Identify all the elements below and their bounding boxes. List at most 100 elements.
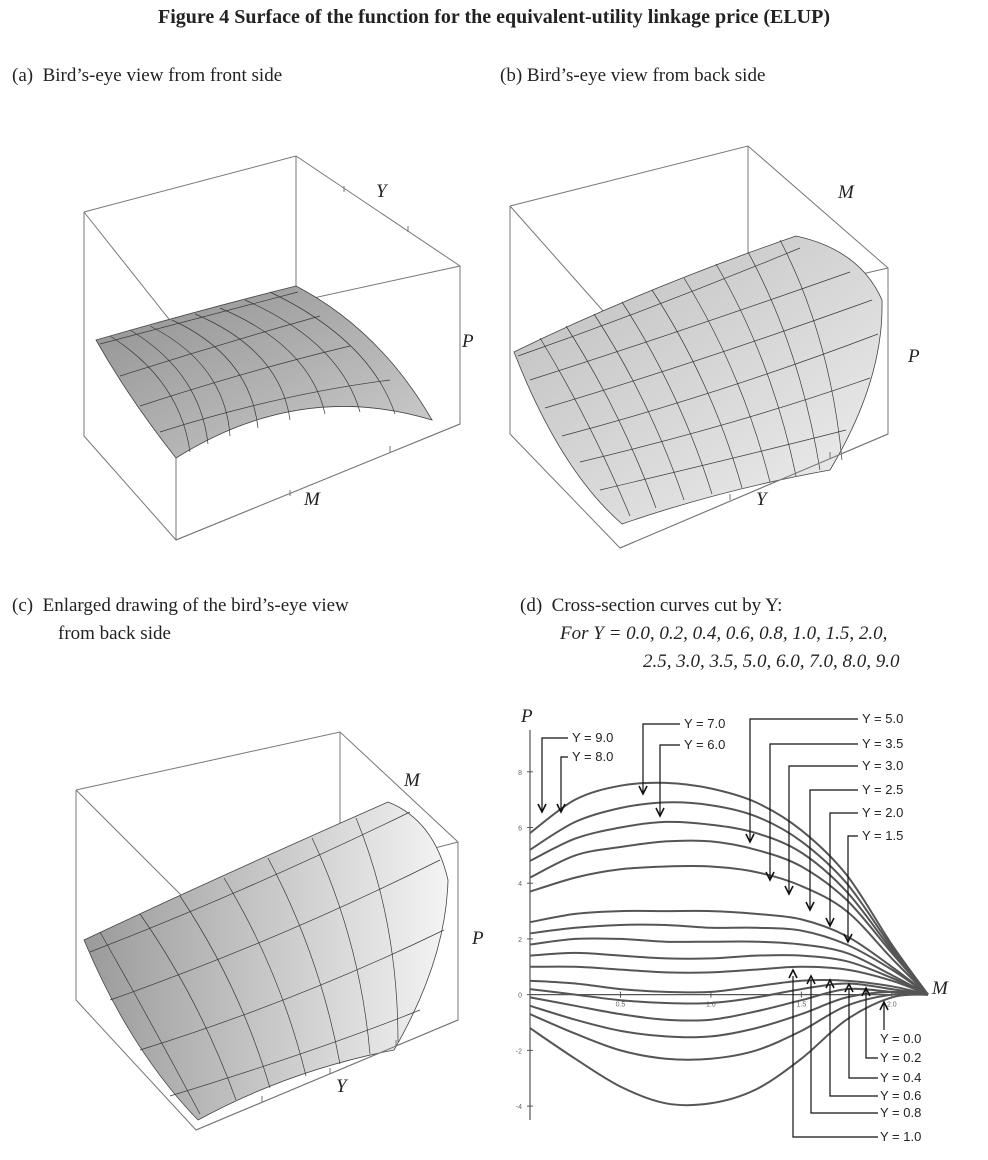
panel-d-arrowhead <box>638 785 648 796</box>
panel-b-axis-p: P <box>907 346 920 367</box>
panel-c-axis-y: Y <box>336 1076 349 1097</box>
panel-d-leader-line <box>847 835 858 942</box>
panel-d-series-label: Y = 7.0 <box>684 716 725 731</box>
panel-d-series-label: Y = 0.6 <box>880 1088 921 1103</box>
panel-d-arrowhead <box>537 803 547 814</box>
panel-d-leader-line <box>809 789 858 910</box>
panel-b-mesh <box>517 239 879 517</box>
panel-d-series-label: Y = 8.0 <box>572 749 613 764</box>
panel-a-axis-p: P <box>461 331 474 352</box>
panel-d-series-label: Y = 3.0 <box>862 758 903 773</box>
panel-d-leader-line <box>810 980 878 1114</box>
panel-d-curve-00 <box>529 993 929 1107</box>
panel-d-y-tick-label: -2 <box>516 1048 522 1055</box>
panel-d-arrowhead <box>806 974 816 985</box>
panel-d-series-label: Y = 0.0 <box>880 1031 921 1046</box>
panel-d-curve-10 <box>529 979 929 996</box>
panel-d-arrowhead <box>784 885 794 896</box>
panel-d-arrowhead <box>844 982 854 993</box>
panel-d-series-label: Y = 1.5 <box>862 828 903 843</box>
panel-d-leader-line <box>829 984 878 1097</box>
panel-d-y-tick-label: 6 <box>518 826 522 833</box>
caption-c-line2: from back side <box>58 623 171 644</box>
panel-d-curve-90 <box>529 781 929 996</box>
caption-b: (b) Bird’s-eye view from back side <box>500 65 766 86</box>
panel-d-arrowhead <box>825 917 835 928</box>
panel-d-series-label: Y = 2.5 <box>862 782 903 797</box>
panel-d-y-tick-label: 8 <box>518 770 522 777</box>
panel-d-series-label: Y = 5.0 <box>862 711 903 726</box>
panel-d-series-label: Y = 3.5 <box>862 736 903 751</box>
panel-d-curve-30 <box>529 923 929 996</box>
panel-d-arrowhead <box>556 803 566 814</box>
panel-a-axis-m: M <box>303 489 321 510</box>
panel-d-series-label: Y = 0.4 <box>880 1070 921 1085</box>
panel-d-curve-02 <box>529 992 929 1061</box>
panel-d-x-tick-label: 1.0 <box>706 1002 716 1009</box>
panel-d-arrowhead <box>745 833 755 844</box>
panel-b-surface <box>513 235 883 525</box>
panel-d-x-tick-label: 0.5 <box>616 1002 626 1009</box>
panel-d-axis-m: M <box>931 978 949 999</box>
panel-d-leader-line <box>769 743 858 880</box>
panel-b-axis-y: Y <box>756 489 769 510</box>
panel-d-y-tick-label: 0 <box>518 993 522 1000</box>
panel-d-curve-80 <box>529 801 929 996</box>
panel-d-x-tick-label: 2.0 <box>887 1002 897 1009</box>
panel-d-curve-25 <box>529 937 929 996</box>
panel-a-mesh <box>99 291 396 453</box>
panel-d-series-label: Y = 9.0 <box>572 730 613 745</box>
panel-d-series-label: Y = 0.2 <box>880 1050 921 1065</box>
panel-d-curve-06 <box>529 987 929 1022</box>
panel-d-x-tick-label: 1.5 <box>796 1002 806 1009</box>
panel-d-leader-line <box>848 988 878 1079</box>
panel-d-arrowhead <box>765 871 775 882</box>
panel-d-curve-50 <box>529 864 929 996</box>
panel-d-leader-line <box>788 765 858 894</box>
panel-c-mesh <box>89 811 445 1115</box>
caption-d-line2: For Y = 0.0, 0.2, 0.4, 0.6, 0.8, 1.0, 1.… <box>560 623 888 644</box>
panel-d-arrowhead <box>825 978 835 989</box>
panel-d-arrowhead <box>805 901 815 912</box>
panel-b-axis-m: M <box>837 182 855 203</box>
panel-d-curve-04 <box>529 990 929 1039</box>
panel-d-leader-line <box>792 976 878 1138</box>
panel-d-leader-line <box>541 737 568 812</box>
panel-d-leader-line <box>749 718 858 842</box>
panel-c-surface <box>83 801 449 1121</box>
panel-d-curve-35 <box>529 909 929 996</box>
panel-d-y-tick-label: 2 <box>518 937 522 944</box>
panel-d-y-tick-label: 4 <box>518 881 522 888</box>
panel-d-series-label: Y = 2.0 <box>862 805 903 820</box>
panel-d-axis-p: P <box>520 706 533 727</box>
panel-d-leader-line <box>560 756 568 812</box>
panel-d-arrowhead <box>879 1000 889 1011</box>
panel-a-axis-y: Y <box>376 181 389 202</box>
panel-d-series-label: Y = 1.0 <box>880 1129 921 1144</box>
panel-d-arrowhead <box>843 933 853 944</box>
panel-d-curve-70 <box>529 820 929 996</box>
panel-d-arrowhead <box>655 807 665 818</box>
panel-c-ticks <box>195 1019 459 1131</box>
panel-d-arrowhead <box>861 986 871 997</box>
panel-d-curve-15 <box>529 965 929 996</box>
caption-d-line1: (d) Cross-section curves cut by Y: <box>520 595 783 616</box>
caption-d-line3: 2.5, 3.0, 3.5, 5.0, 6.0, 7.0, 8.0, 9.0 <box>643 651 900 672</box>
panel-d-labels: Y = 9.0Y = 8.0Y = 7.0Y = 6.0Y = 5.0Y = 3… <box>537 711 921 1144</box>
panel-d-leader-line <box>865 990 878 1059</box>
panel-d-leader-line <box>659 744 680 816</box>
panel-c-axis-p: P <box>471 928 484 949</box>
panel-b-ticks <box>619 433 889 549</box>
caption-a: (a) Bird’s-eye view from front side <box>12 65 283 86</box>
caption-c-line1: (c) Enlarged drawing of the bird’s-eye v… <box>12 595 349 616</box>
panel-d-y-tick-label: -4 <box>516 1104 522 1111</box>
panel-d-curve-20 <box>529 951 929 996</box>
panel-a-ticks <box>175 186 461 541</box>
panel-d-leader-line <box>829 812 858 926</box>
panel-d-curve-08 <box>529 982 929 1005</box>
panel-d-leader-line <box>642 723 680 794</box>
